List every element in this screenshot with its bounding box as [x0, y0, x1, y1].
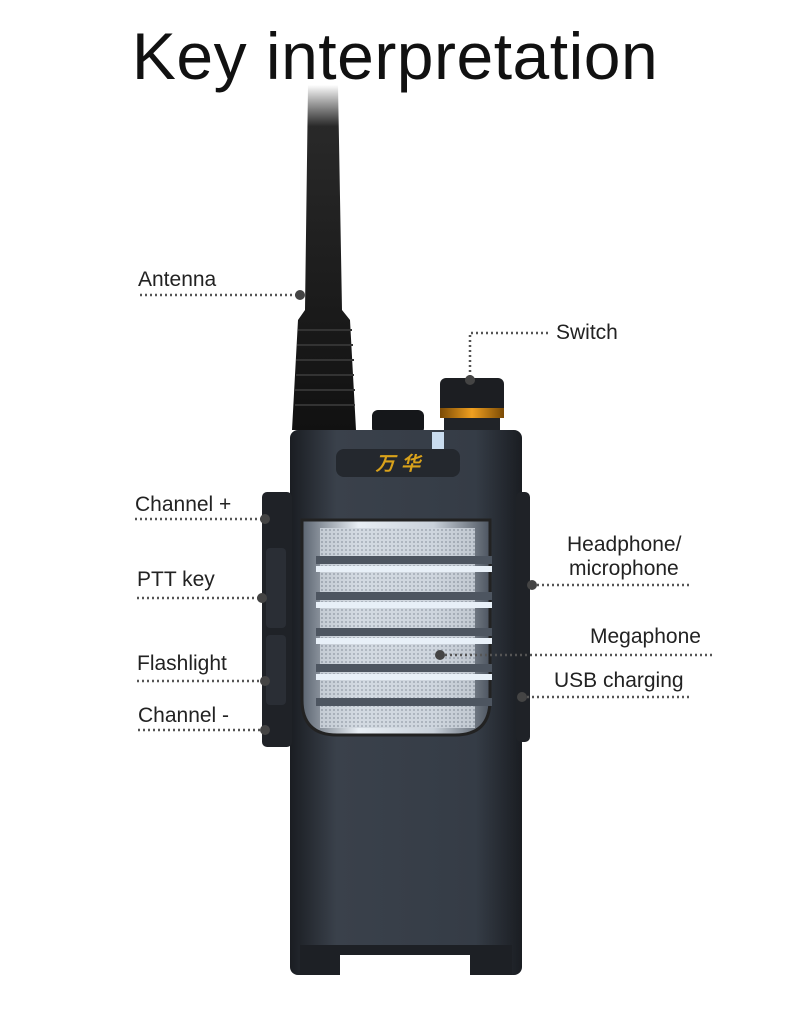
top-knob	[372, 410, 424, 434]
switch-knob	[440, 378, 504, 434]
label-channel-plus: Channel +	[135, 493, 232, 516]
label-headphone-line1: Headphone/	[567, 533, 682, 556]
brand-logo-panel	[336, 449, 460, 477]
speaker-grille	[300, 518, 492, 737]
label-megaphone: Megaphone	[590, 625, 701, 648]
label-switch: Switch	[556, 321, 618, 344]
page-title: Key interpretation	[131, 19, 659, 93]
callout-dots	[257, 290, 537, 735]
label-usb-charging: USB charging	[554, 669, 684, 692]
leader-lines	[135, 293, 712, 732]
label-channel-minus: Channel -	[138, 704, 230, 727]
label-flashlight: Flashlight	[137, 652, 227, 675]
label-ptt-key: PTT key	[137, 568, 215, 591]
antenna	[292, 85, 356, 430]
brand-logo: 万 华	[375, 453, 424, 475]
label-headphone-line2: microphone	[569, 557, 679, 580]
label-antenna: Antenna	[138, 268, 217, 291]
